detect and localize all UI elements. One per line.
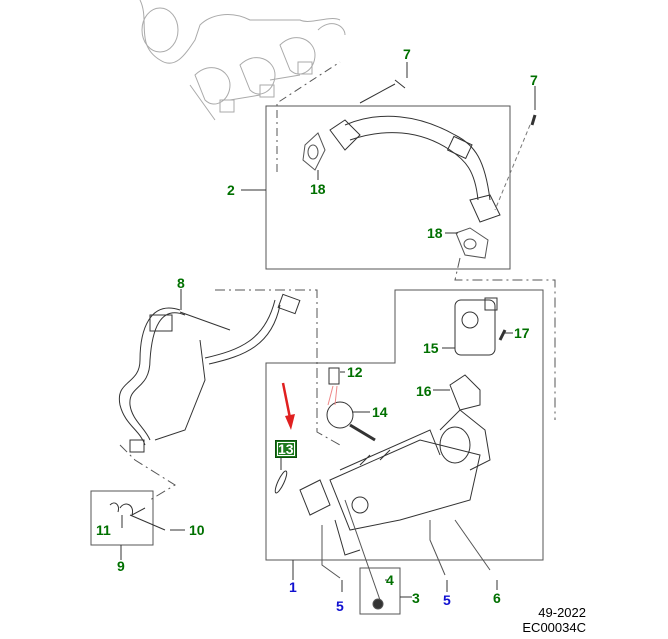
group-box-1 [265, 289, 544, 561]
callout-2[interactable]: 2 [227, 182, 235, 198]
egr-valve-actuator [454, 297, 498, 356]
red-pointer-arrow [281, 382, 295, 430]
callout-1[interactable]: 1 [289, 579, 297, 595]
group-box-2 [265, 105, 511, 270]
illustration-code: EC00034C [522, 620, 586, 635]
date-code: 49-2022 [538, 605, 586, 620]
group-box-3 [359, 567, 401, 615]
group-box-9 [90, 490, 154, 546]
gasket-18-left [302, 132, 326, 171]
callout-11[interactable]: 11 [96, 522, 111, 538]
exhaust-manifold [139, 0, 346, 121]
callout-15[interactable]: 15 [423, 340, 439, 356]
callout-8[interactable]: 8 [177, 275, 185, 291]
callout-4[interactable]: 4 [386, 572, 394, 588]
o-ring-13 [274, 470, 288, 494]
egr-pipe [329, 115, 501, 223]
callout-12[interactable]: 12 [347, 364, 363, 380]
callout-7-left[interactable]: 7 [403, 46, 411, 62]
callout-16[interactable]: 16 [416, 383, 432, 399]
callout-13-highlighted[interactable]: 13 [275, 440, 297, 458]
callout-6[interactable]: 6 [493, 590, 501, 606]
callout-3[interactable]: 3 [412, 590, 420, 606]
callout-18-left[interactable]: 18 [310, 181, 326, 197]
callout-5-left[interactable]: 5 [336, 598, 344, 614]
egr-cooler [299, 409, 491, 556]
gasket-18-right [455, 227, 489, 259]
callout-10[interactable]: 10 [189, 522, 205, 538]
callout-9[interactable]: 9 [117, 558, 125, 574]
callout-5-right[interactable]: 5 [443, 592, 451, 608]
wiring-harness [118, 293, 301, 453]
callout-14[interactable]: 14 [372, 404, 388, 420]
callout-7-right[interactable]: 7 [530, 72, 538, 88]
callout-17[interactable]: 17 [514, 325, 530, 341]
callout-18-right[interactable]: 18 [427, 225, 443, 241]
